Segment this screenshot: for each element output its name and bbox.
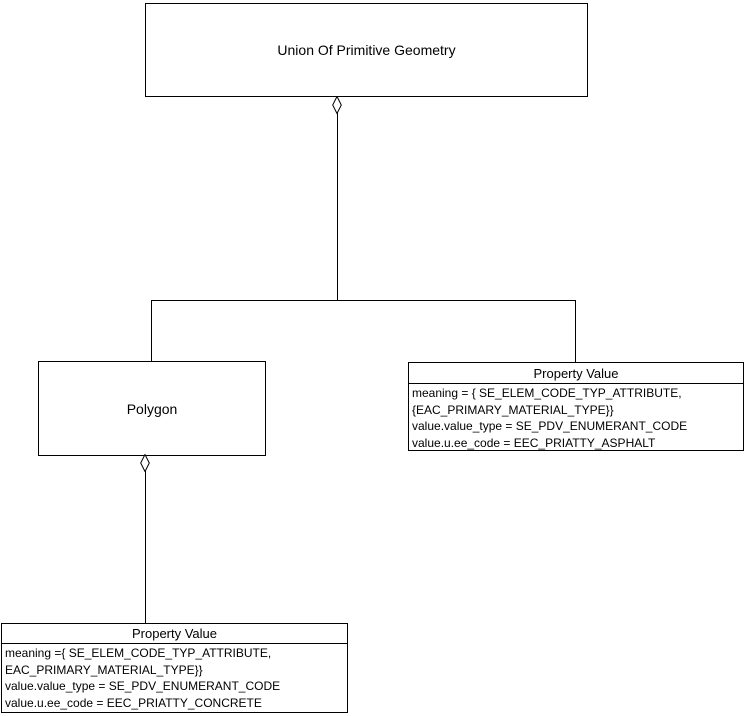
class-box-property-value-concrete[interactable]: Property Value meaning ={ SE_ELEM_CODE_T…	[1, 623, 348, 713]
connector-polygon-stem	[145, 471, 146, 623]
attribute-line: {EAC_PRIMARY_MATERIAL_TYPE}}	[412, 402, 614, 417]
class-box-property-value-asphalt[interactable]: Property Value meaning = { SE_ELEM_CODE_…	[408, 362, 744, 451]
connector-branch-horizontal	[151, 300, 576, 301]
connector-branch-right	[575, 300, 576, 362]
aggregation-diamond-icon	[332, 96, 342, 114]
connector-union-stem	[337, 113, 338, 300]
class-box-union-of-primitive-geometry[interactable]: Union Of Primitive Geometry	[145, 3, 588, 97]
class-attributes: meaning ={ SE_ELEM_CODE_TYP_ATTRIBUTE, E…	[2, 644, 347, 711]
class-title: Property Value	[2, 624, 347, 644]
attribute-line: value.value_type = SE_PDV_ENUMERANT_CODE	[5, 679, 281, 693]
class-box-polygon[interactable]: Polygon	[38, 361, 266, 456]
attribute-line: value.value_type = SE_PDV_ENUMERANT_CODE	[412, 419, 688, 433]
aggregation-diamond-icon	[140, 454, 150, 472]
attribute-line: EAC_PRIMARY_MATERIAL_TYPE}}	[5, 662, 203, 677]
class-attributes: meaning = { SE_ELEM_CODE_TYP_ATTRIBUTE, …	[409, 384, 743, 451]
attribute-line: meaning ={ SE_ELEM_CODE_TYP_ATTRIBUTE,	[5, 646, 272, 660]
attribute-line: value.u.ee_code = EEC_PRIATTY_ASPHALT	[412, 435, 656, 450]
class-title: Union Of Primitive Geometry	[277, 42, 456, 58]
attribute-line: meaning = { SE_ELEM_CODE_TYP_ATTRIBUTE,	[412, 386, 682, 400]
connector-branch-left	[151, 300, 152, 361]
class-title: Property Value	[409, 363, 743, 384]
attribute-line: value.u.ee_code = EEC_PRIATTY_CONCRETE	[5, 695, 262, 710]
class-title: Polygon	[126, 400, 178, 417]
